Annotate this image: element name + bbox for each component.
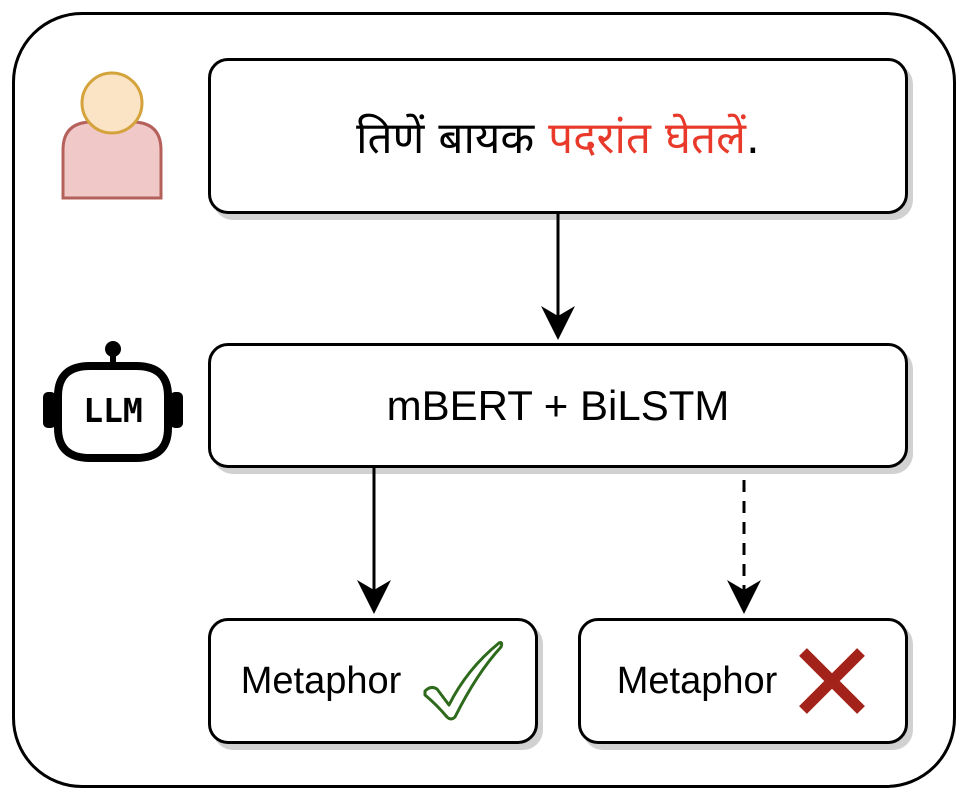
cross-icon bbox=[799, 648, 866, 714]
model-box: mBERT + BiLSTM bbox=[208, 343, 908, 468]
arrow-model-to-right-output-dashed bbox=[727, 480, 761, 614]
sentence-prefix: तिणें बायक bbox=[356, 113, 549, 164]
metaphor-phrase: पदरांत घेतलें bbox=[548, 113, 746, 164]
robot-icon: LLM bbox=[43, 341, 183, 462]
check-icon bbox=[423, 641, 504, 721]
arrow-model-to-left-output bbox=[357, 468, 391, 614]
output-box-correct: Metaphor bbox=[208, 618, 538, 744]
output-label: Metaphor bbox=[240, 659, 402, 702]
input-sentence: तिणें बायक पदरांत घेतलें. bbox=[356, 106, 760, 166]
sentence-suffix: . bbox=[745, 113, 760, 164]
output-label: Metaphor bbox=[616, 659, 778, 702]
input-sentence-box: तिणें बायक पदरांत घेतलें. bbox=[208, 58, 908, 214]
robot-icon-label: LLM bbox=[83, 391, 143, 430]
model-label: mBERT + BiLSTM bbox=[386, 381, 730, 429]
user-icon bbox=[61, 71, 163, 200]
output-box-incorrect: Metaphor bbox=[578, 618, 908, 744]
arrow-input-to-model bbox=[541, 214, 575, 340]
